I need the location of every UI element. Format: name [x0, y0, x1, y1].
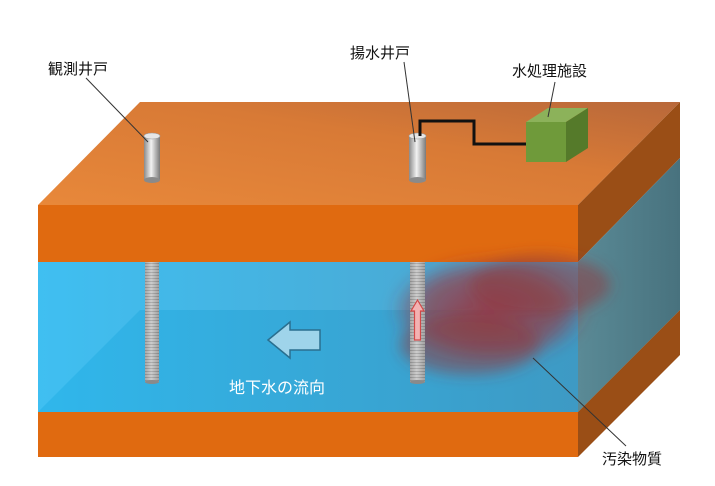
lower-soil-side — [578, 310, 680, 457]
contaminant-plume — [390, 255, 610, 375]
pumping-well-head — [408, 132, 427, 183]
treatment-facility-leader — [547, 81, 556, 118]
observation-well-label: 観測井戸 — [48, 60, 109, 78]
lower-soil-layer — [38, 412, 578, 457]
up-arrow-icon — [409, 298, 426, 341]
treatment-facility-cube — [526, 108, 588, 162]
left-arrow-icon — [266, 320, 321, 360]
pumping-well-label: 揚水井戸 — [350, 44, 411, 62]
transfer-pipe — [418, 119, 528, 146]
ground-surface — [38, 102, 680, 205]
upper-soil-layer — [38, 205, 578, 262]
flow-direction-label: 地下水の流向 — [229, 378, 326, 397]
treatment-facility-label: 水処理施設 — [512, 62, 588, 80]
upper-soil-side — [578, 102, 680, 262]
pumping-well-leader — [403, 61, 416, 143]
contaminant-label: 汚染物質 — [602, 450, 663, 468]
observation-well-head — [143, 132, 161, 183]
contaminant-leader — [532, 357, 627, 447]
aquifer-side — [578, 158, 680, 412]
observation-well-leader — [85, 77, 149, 143]
